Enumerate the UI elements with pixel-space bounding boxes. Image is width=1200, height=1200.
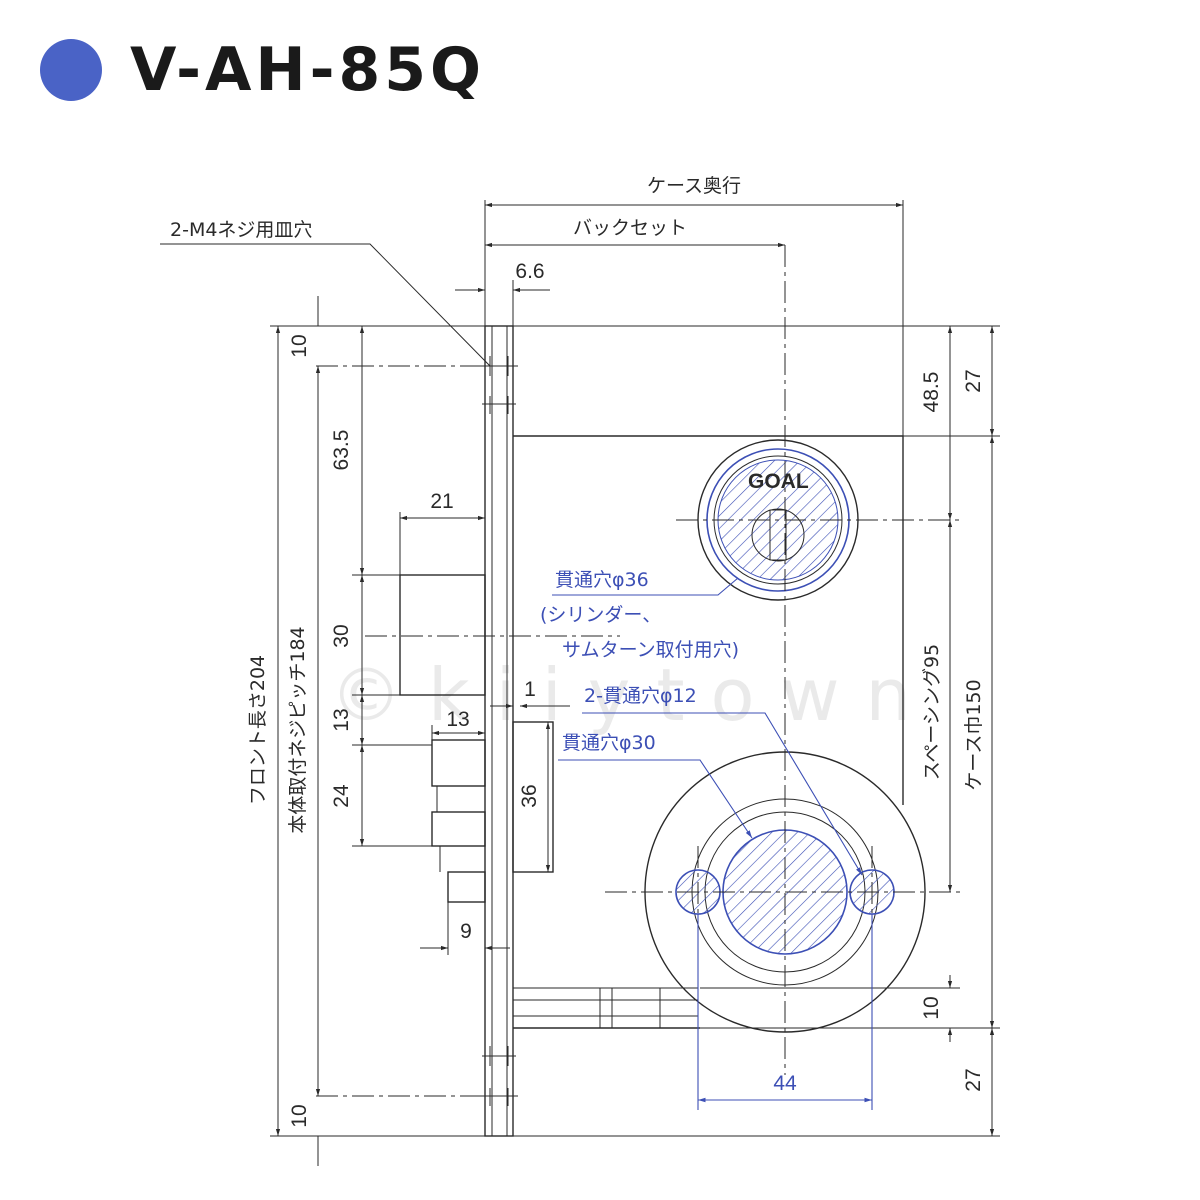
deadbolt (399, 574, 486, 696)
dim-10-right: 10 (920, 996, 943, 1019)
dim-21: 21 (430, 490, 453, 513)
screw-pitch-label: 本体取付ネジピッチ184 (287, 626, 309, 833)
backset-label: バックセット (573, 217, 687, 239)
dim-9: 9 (460, 920, 472, 943)
dim-44: 44 (773, 1072, 797, 1095)
dim-1: 1 (524, 678, 536, 701)
top-dimensions: ケース奥行 バックセット 6.6 2-M4ネジ用皿穴 (160, 175, 904, 436)
dim-30: 30 (330, 624, 353, 647)
cylinder-mark: GOAL (748, 470, 809, 493)
hole36-label: 貫通穴φ36 (555, 569, 649, 591)
dim-10-bottom: 10 (288, 1104, 311, 1127)
dim-24: 24 (330, 784, 353, 808)
dim-13-horizontal: 13 (446, 708, 469, 731)
dim-13-vertical: 13 (330, 708, 353, 731)
dim-48-5: 48.5 (920, 372, 943, 413)
dim-36: 36 (518, 784, 541, 807)
guard-bolt (512, 721, 554, 873)
product-title: V-AH-85Q (130, 35, 486, 105)
case-depth-label: ケース奥行 (647, 175, 741, 197)
dim-6-6: 6.6 (515, 260, 544, 283)
right-dimensions: 48.5 27 スペーシング95 ケース巾150 10 27 (513, 325, 1000, 1137)
hole36-note-1: (シリンダー、 (540, 604, 661, 626)
dim-10-top: 10 (288, 334, 311, 357)
case-width-label: ケース巾150 (963, 679, 985, 790)
latch-parts (431, 739, 486, 903)
screw-hole-label: 2-M4ネジ用皿穴 (170, 219, 312, 241)
front-length-label: フロント長さ204 (247, 655, 269, 805)
spacing-label: スペーシング95 (921, 644, 943, 780)
hole12-label: 2-貫通穴φ12 (584, 685, 697, 707)
hole-callouts: 貫通穴φ36 (シリンダー、 サムターン取付用穴) 2-貫通穴φ12 貫通穴φ3… (540, 569, 873, 1110)
left-dimensions: フロント長さ204 本体取付ネジピッチ184 10 10 63.5 21 30 (247, 296, 570, 1166)
title-row: V-AH-85Q (40, 30, 485, 110)
hole30-label: 貫通穴φ30 (562, 732, 656, 754)
title-bullet-icon (40, 39, 102, 101)
dim-27-bottom: 27 (962, 1068, 985, 1091)
center-lines (316, 245, 962, 1097)
hole36-note-2: サムターン取付用穴) (562, 639, 739, 661)
dim-63-5: 63.5 (330, 430, 353, 471)
dim-27-top: 27 (962, 369, 985, 392)
